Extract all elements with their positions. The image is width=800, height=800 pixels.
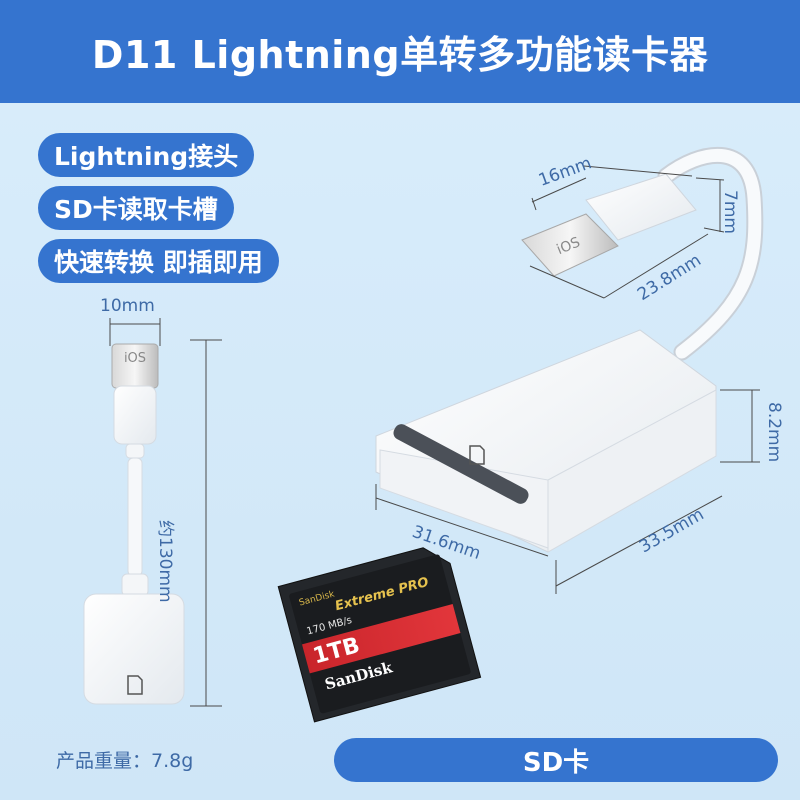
main-sd-card-icon <box>469 445 485 465</box>
dim-body-thickness: 8.2mm <box>764 402 784 463</box>
small-card-reader-body <box>83 593 185 705</box>
main-cable <box>657 146 764 361</box>
page-title: D11 Lightning单转多功能读卡器 <box>91 33 709 77</box>
small-adapter: iOS <box>83 343 185 705</box>
feature-pill-sd-slot: SD卡读取卡槽 <box>38 186 234 230</box>
dim-width-small: 10mm <box>100 296 155 316</box>
dim-plug-thickness: 7mm <box>720 190 740 234</box>
small-strain-relief <box>125 443 145 459</box>
small-plug-ios-mark: iOS <box>124 351 146 366</box>
small-plug-housing <box>113 385 157 445</box>
main-card-reader <box>375 329 717 553</box>
dimension-lines-right <box>375 165 760 594</box>
product-weight: 产品重量：7.8g <box>56 750 194 772</box>
feature-pill-lightning: Lightning接头 <box>38 133 255 177</box>
main-lightning-plug: iOS <box>521 173 697 277</box>
dim-length-total: 约130mm <box>155 520 175 603</box>
small-cable <box>127 457 143 577</box>
dimension-lines-left <box>109 318 222 707</box>
main-sd-slot <box>393 424 529 504</box>
sd-card-label-bar: SD卡 <box>334 738 778 782</box>
sd-card-red-band <box>302 604 461 674</box>
small-sd-card-icon <box>127 675 143 695</box>
small-cable-end <box>121 573 149 597</box>
feature-pill-plug-and-play: 快速转换 即插即用 <box>38 239 279 283</box>
title-bar: D11 Lightning单转多功能读卡器 <box>0 0 800 103</box>
sd-card: SanDisk Extreme PRO 170 MB/s 1TB SanDisk <box>277 547 482 723</box>
